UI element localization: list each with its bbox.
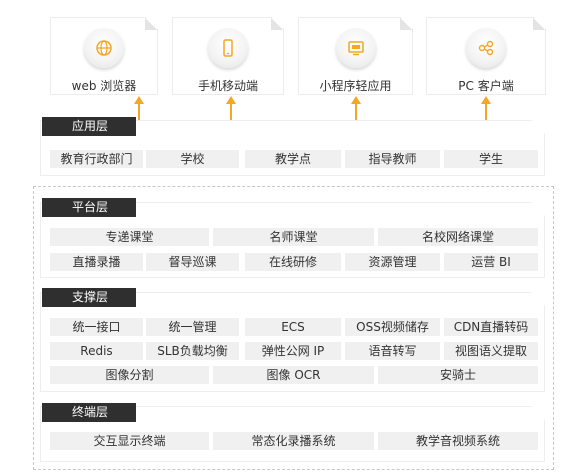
support-layer-title: 支撑层 <box>42 288 136 307</box>
support-item: 图像 OCR <box>213 366 374 384</box>
support-item: 统一接口 <box>50 318 143 336</box>
terminal-item: 常态化录播系统 <box>213 432 374 450</box>
application-item: 教学点 <box>245 150 341 168</box>
arrow-up-icon <box>481 96 491 104</box>
support-item: Redis <box>50 342 143 360</box>
pc-client-share-icon <box>466 28 506 68</box>
platform-layer-title: 平台层 <box>42 198 136 217</box>
card-web-browser: web 浏览器 <box>50 17 158 95</box>
platform-item: 资源管理 <box>345 253 440 271</box>
card-mini-program: 小程序轻应用 <box>298 17 413 95</box>
support-item: 统一管理 <box>146 318 239 336</box>
arrow-up-icon <box>351 96 361 104</box>
terminal-item: 教学音视频系统 <box>378 432 538 450</box>
arrow-shaft <box>485 103 487 124</box>
application-layer-title: 应用层 <box>42 117 136 136</box>
card-label: 小程序轻应用 <box>319 79 392 93</box>
support-item: 安骑士 <box>378 366 538 384</box>
terminal-layer-title: 终端层 <box>42 403 136 422</box>
support-item: CDN直播转码 <box>444 318 538 336</box>
support-item: SLB负载均衡 <box>146 342 239 360</box>
terminal-item: 交互显示终端 <box>50 432 209 450</box>
card-pc-client: PC 客户端 <box>426 17 546 95</box>
support-item: OSS视频储存 <box>345 318 440 336</box>
application-item: 指导教师 <box>345 150 440 168</box>
platform-item: 专递课堂 <box>50 228 209 246</box>
platform-item: 名校网络课堂 <box>378 228 538 246</box>
support-item: 视图语义提取 <box>444 342 538 360</box>
mobile-phone-icon <box>208 28 248 68</box>
application-item: 学校 <box>146 150 239 168</box>
platform-item: 名师课堂 <box>213 228 374 246</box>
platform-frame <box>33 186 554 470</box>
application-item: 学生 <box>444 150 538 168</box>
support-item: ECS <box>245 318 341 336</box>
arrow-up-icon <box>226 96 236 104</box>
platform-item: 在线研修 <box>245 253 341 271</box>
card-label: 手机移动端 <box>197 79 258 93</box>
platform-item: 运营 BI <box>444 253 538 271</box>
mini-program-icon <box>336 28 376 68</box>
card-label: PC 客户端 <box>458 79 514 93</box>
application-item: 教育行政部门 <box>50 150 143 168</box>
support-item: 语音转写 <box>345 342 440 360</box>
support-item: 弹性公网 IP <box>245 342 341 360</box>
card-mobile: 手机移动端 <box>172 17 284 95</box>
platform-item: 督导巡课 <box>146 253 239 271</box>
browser-globe-icon <box>84 28 124 68</box>
arrow-up-icon <box>134 96 144 104</box>
platform-item: 直播录播 <box>50 253 143 271</box>
arrow-shaft <box>355 103 357 124</box>
arrow-shaft <box>230 103 232 124</box>
support-item: 图像分割 <box>50 366 209 384</box>
arrow-shaft <box>138 103 140 124</box>
card-label: web 浏览器 <box>71 79 137 93</box>
